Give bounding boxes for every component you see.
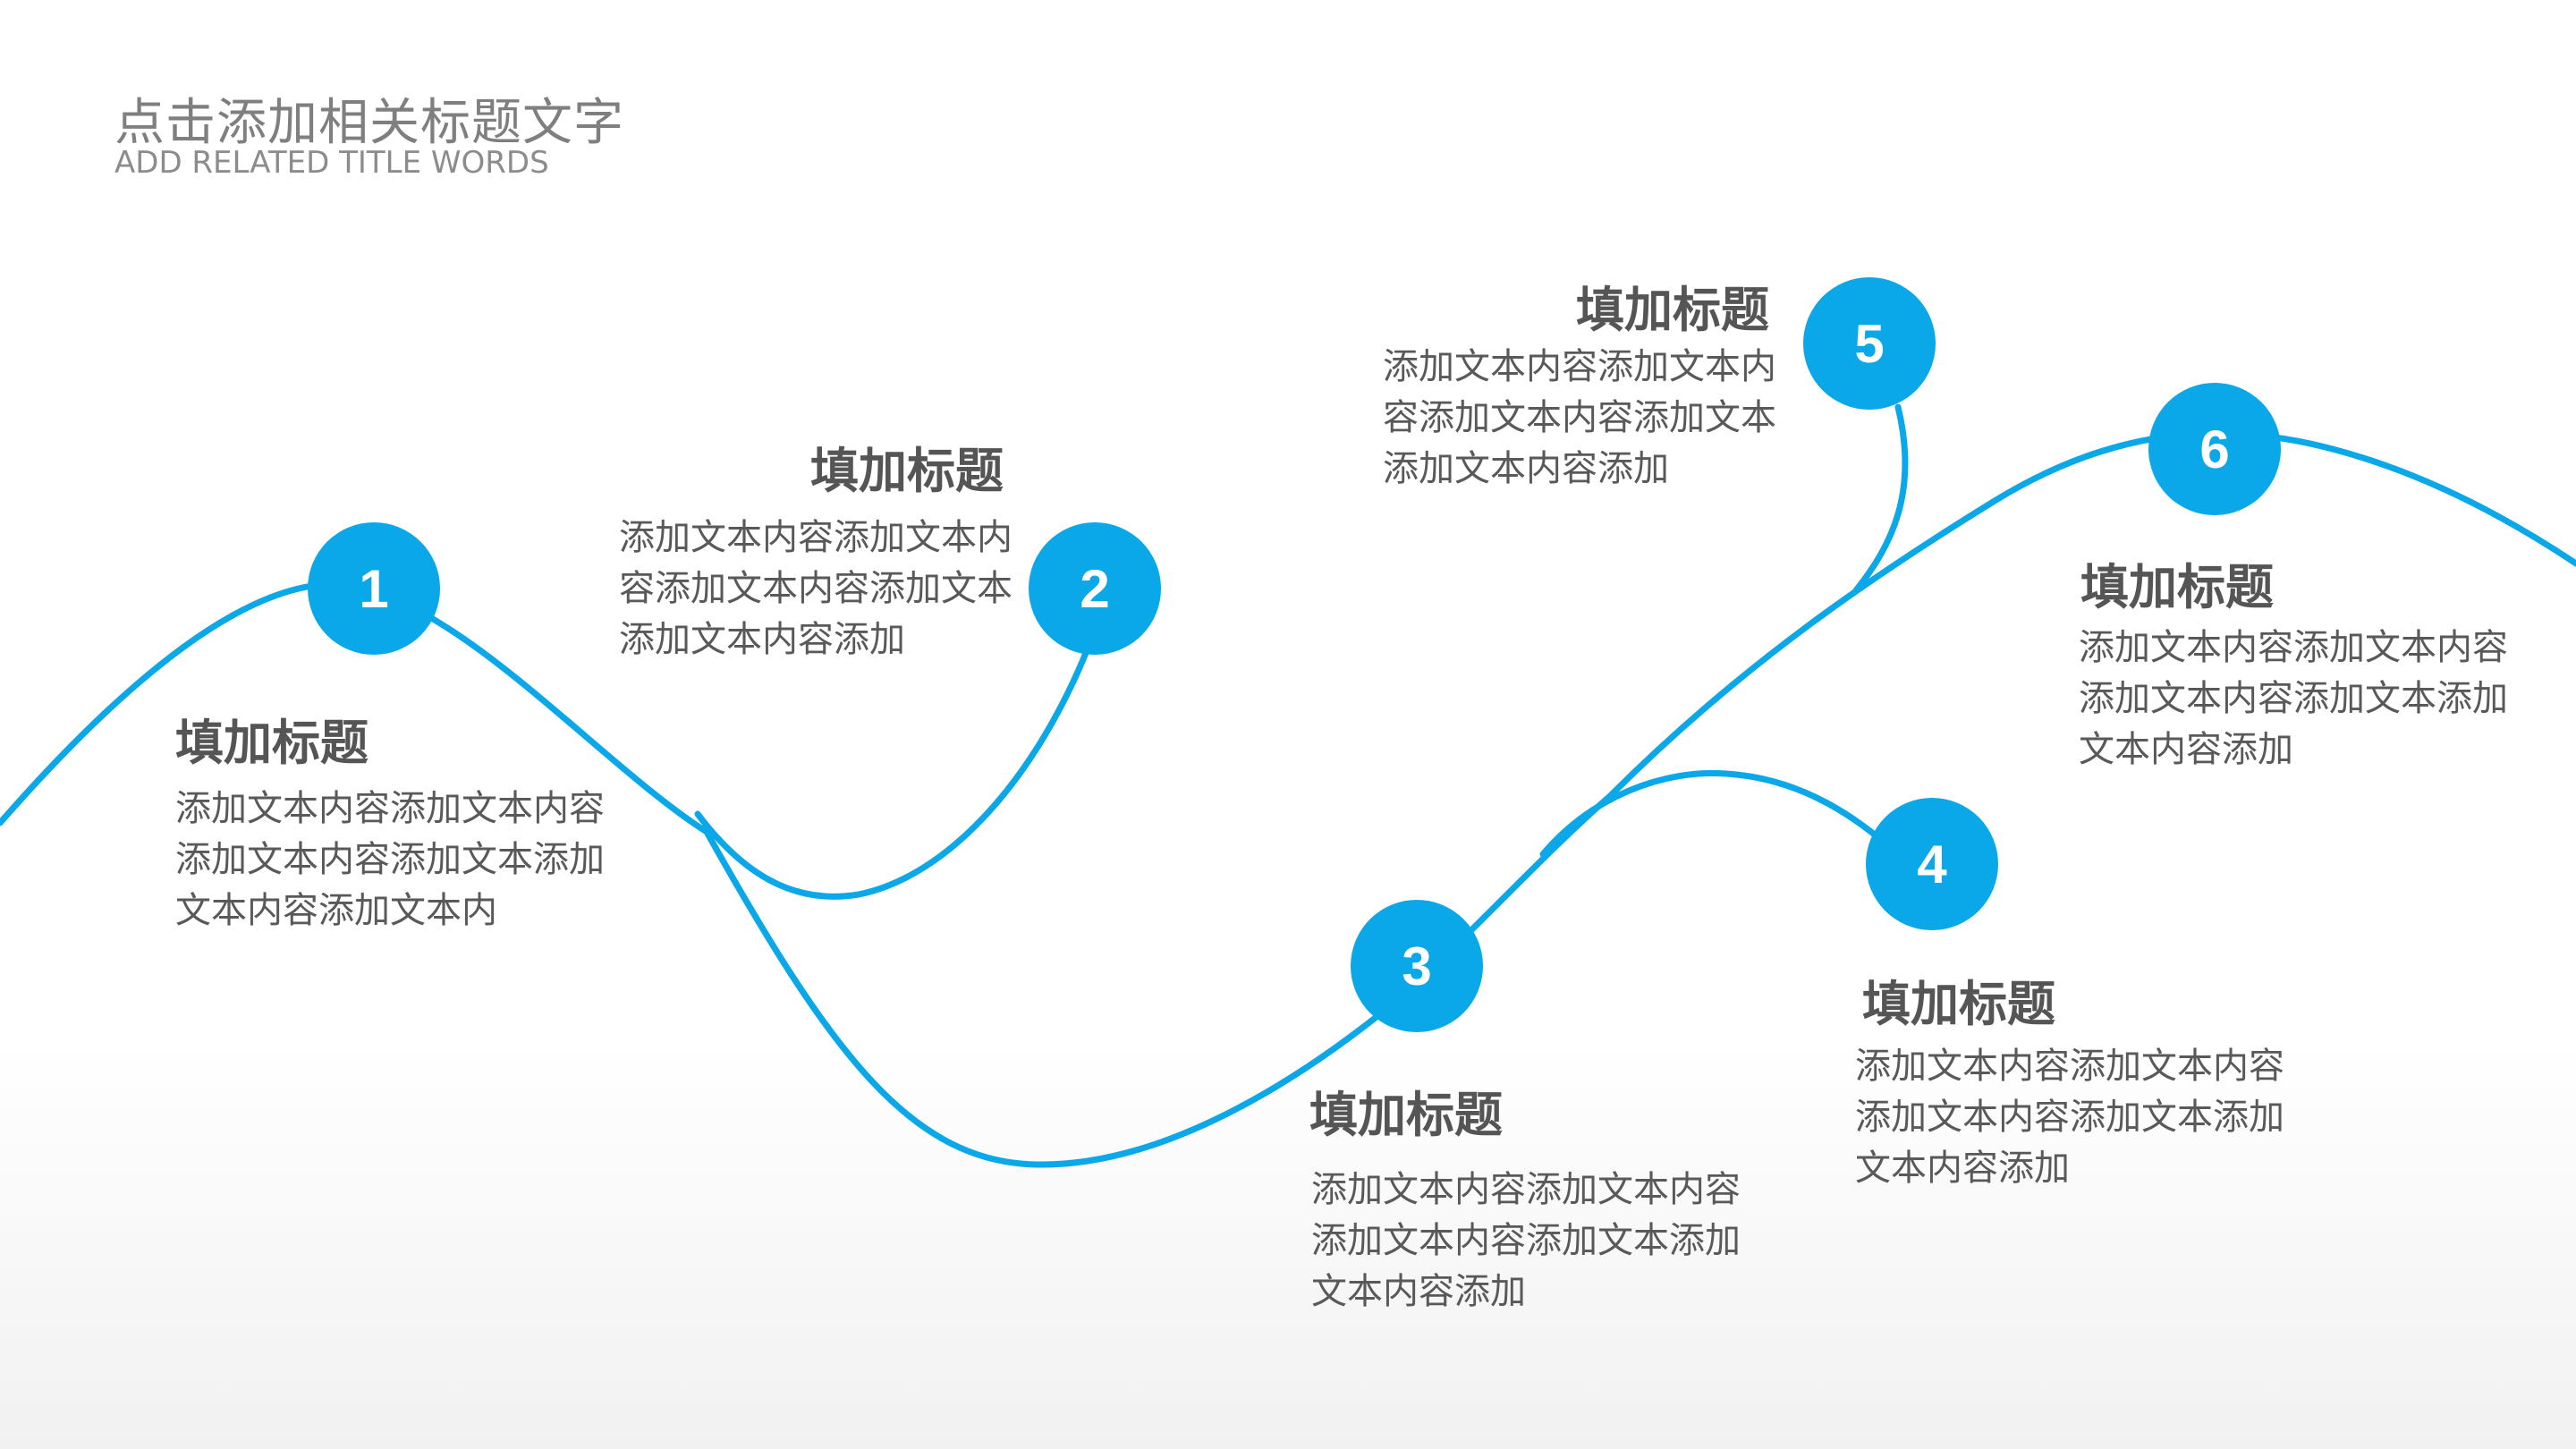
item-5-title: 填加标题 — [1576, 282, 1769, 338]
item-4-title: 填加标题 — [1862, 976, 2055, 1032]
page-subtitle: ADD RELATED TITLE WORDS — [114, 145, 549, 181]
item-6-body: 添加文本内容添加文本内容添加文本内容添加文本添加文本内容添加 — [2079, 627, 2508, 770]
item-2-body: 添加文本内容添加文本内容添加文本内容添加文本添加文本内容添加 — [619, 517, 1013, 660]
item-1-body: 添加文本内容添加文本内容添加文本内容添加文本添加文本内容添加文本内 — [175, 788, 605, 931]
step-number-3: 3 — [1402, 936, 1432, 996]
step-node-6: 6 — [2148, 383, 2281, 515]
step-number-6: 6 — [2199, 419, 2230, 479]
branch-curve-5 — [1852, 403, 1909, 594]
item-3-title: 填加标题 — [1309, 1087, 1503, 1143]
item-2-title: 填加标题 — [810, 443, 1004, 499]
step-node-2: 2 — [1029, 522, 1161, 655]
page-title: 点击添加相关标题文字 — [114, 94, 624, 152]
branch-curve-2 — [694, 636, 1095, 900]
branch-curve-4 — [1539, 769, 1891, 858]
step-node-3: 3 — [1351, 900, 1483, 1032]
item-4-body: 添加文本内容添加文本内容添加文本内容添加文本添加文本内容添加 — [1855, 1046, 2284, 1189]
item-1-title: 填加标题 — [175, 715, 369, 771]
step-node-1: 1 — [308, 522, 440, 655]
step-number-4: 4 — [1917, 834, 1947, 894]
item-6-title: 填加标题 — [2080, 559, 2274, 615]
item-3-body: 添加文本内容添加文本内容添加文本内容添加文本添加文本内容添加 — [1311, 1169, 1741, 1312]
step-number-5: 5 — [1854, 313, 1885, 374]
step-number-1: 1 — [359, 558, 389, 619]
step-node-4: 4 — [1866, 798, 1998, 930]
item-5-body: 添加文本内容添加文本内容添加文本内容添加文本添加文本内容添加 — [1383, 346, 1776, 489]
step-node-5: 5 — [1803, 277, 1936, 410]
step-number-2: 2 — [1080, 558, 1110, 619]
